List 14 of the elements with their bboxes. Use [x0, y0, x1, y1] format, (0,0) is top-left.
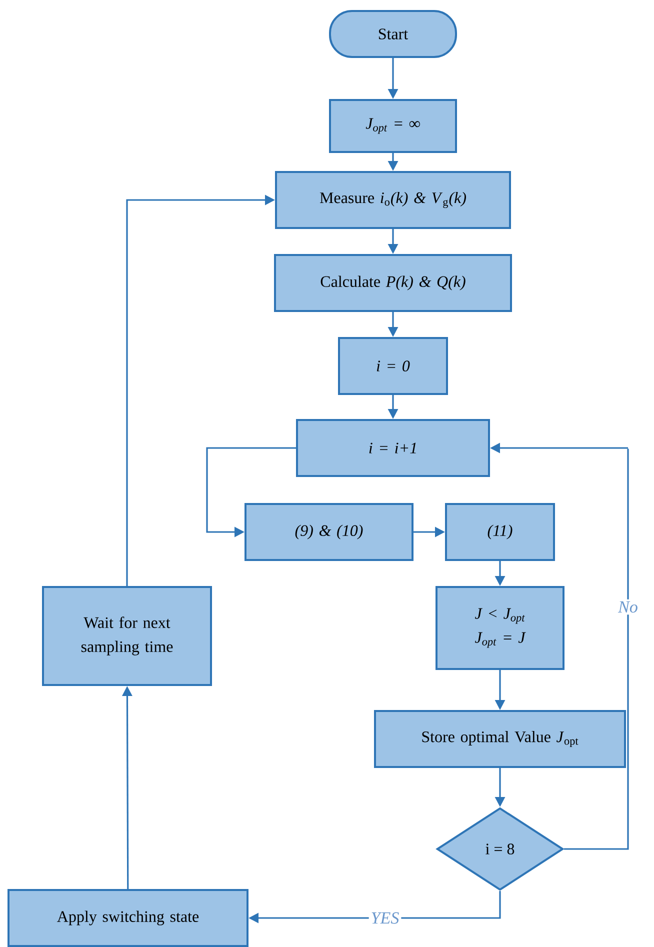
process-box: J$_{opt}$ = ∞	[329, 99, 457, 153]
process-box: i = 0	[338, 337, 448, 395]
process-box: (9) & (10)	[244, 503, 414, 561]
edge-label: YES	[368, 910, 402, 926]
process-box: (11)	[445, 503, 555, 561]
process-box: Calculate P(k) & Q(k)	[274, 254, 512, 312]
start-terminal: Start	[329, 10, 457, 58]
process-box: Measure i$_{o}$(k) & V$_{g}$(k)	[275, 171, 511, 229]
process-box: i = i+1	[296, 419, 490, 477]
process-box: Apply switching state	[8, 889, 248, 947]
process-box: Store optimal Value J$_{opt}$	[374, 710, 626, 768]
edge-label: No	[616, 599, 640, 615]
process-box: J < J$_{opt}$ J$_{opt}$ = J	[436, 586, 564, 670]
process-box: Wait for next sampling time	[42, 586, 212, 686]
